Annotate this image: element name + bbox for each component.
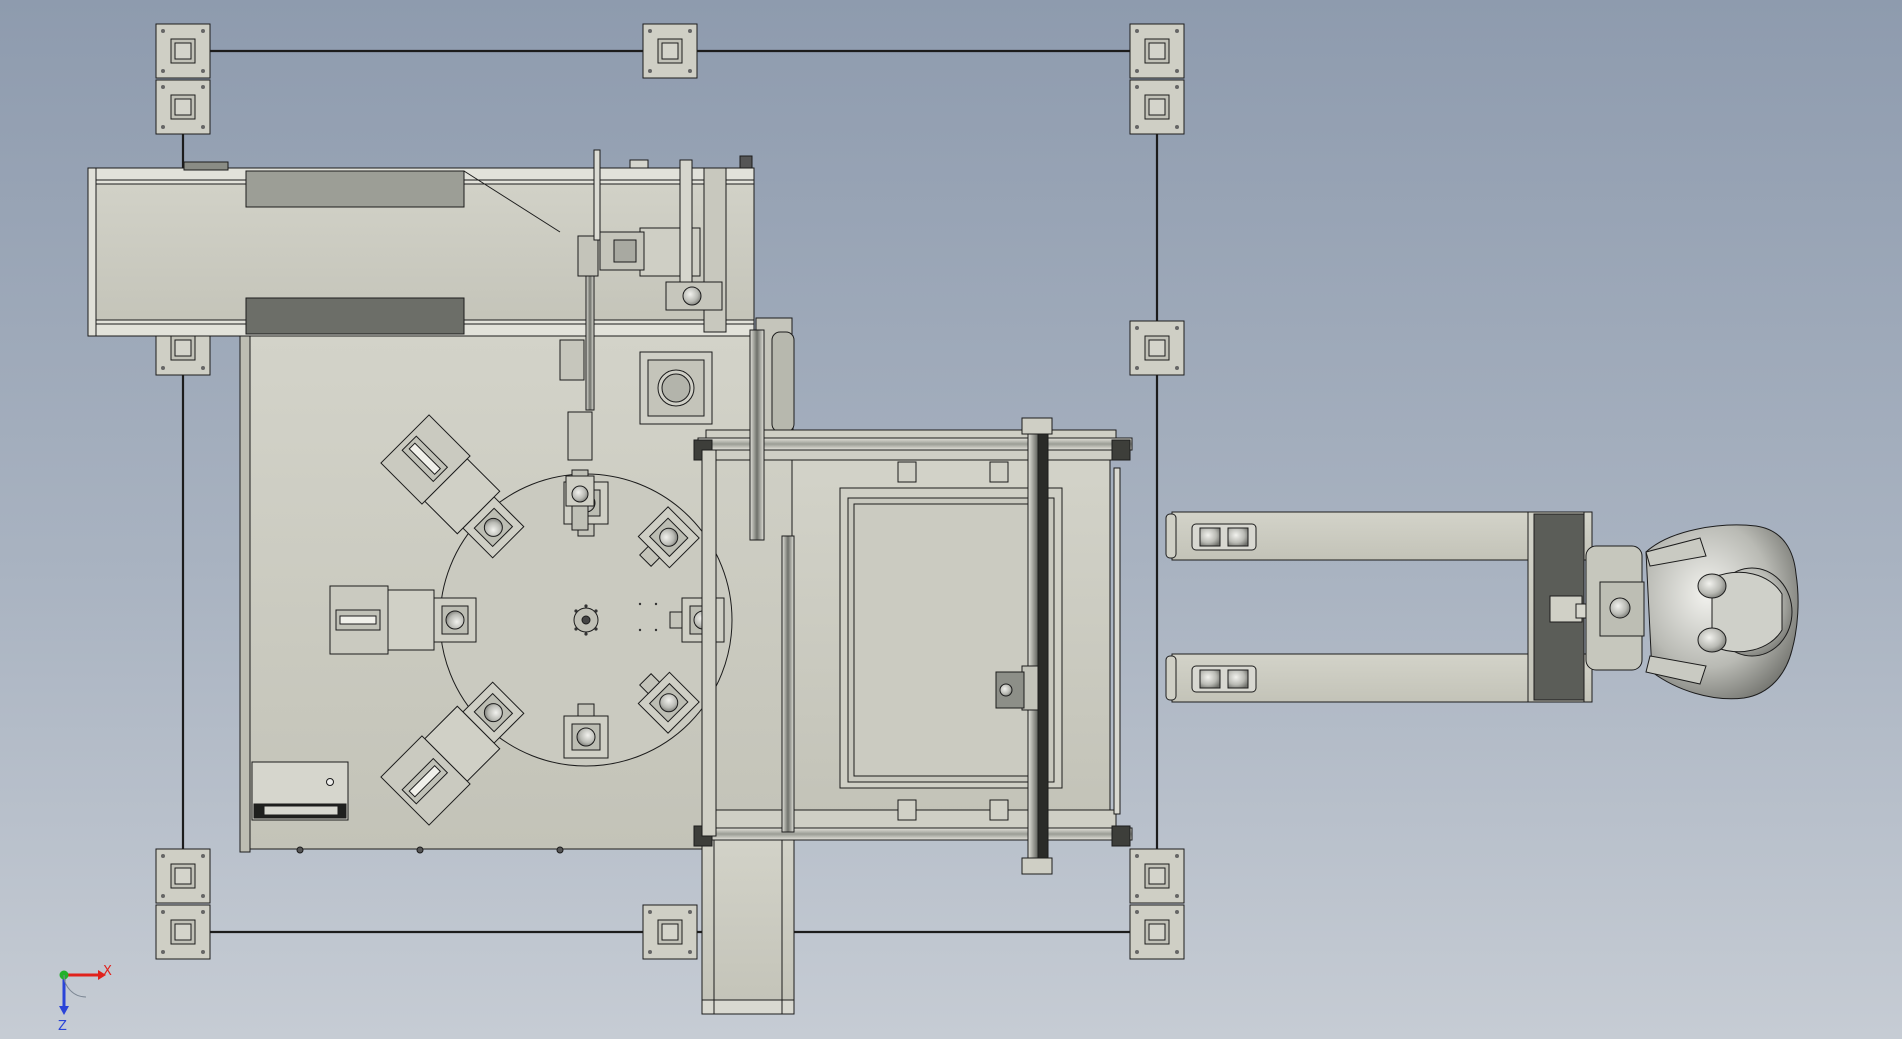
fence-posts — [155, 23, 1185, 960]
rotary-fixture — [380, 414, 525, 559]
pallet-truck — [1165, 511, 1799, 703]
fence-post — [155, 23, 211, 79]
fence-post — [155, 848, 211, 904]
fence-post — [1129, 904, 1185, 960]
axis-x-label: X — [103, 964, 112, 979]
top-pick-unit — [599, 155, 753, 333]
rotary-fixture — [380, 681, 525, 826]
fence-post — [1129, 23, 1185, 79]
infeed-conveyor — [87, 161, 755, 337]
rotary-fixture — [637, 506, 700, 569]
fence-post — [155, 79, 211, 135]
xy-gantry — [693, 329, 1133, 1015]
coordinate-triad-icon — [59, 970, 106, 1015]
fence-post — [642, 23, 698, 79]
rotary-fixture — [329, 585, 477, 655]
fence-post — [1129, 848, 1185, 904]
fence-post — [155, 904, 211, 960]
fence-post — [1129, 320, 1185, 376]
axis-z-label: Z — [58, 1019, 67, 1034]
fence-post — [1129, 79, 1185, 135]
rotary-fixture — [563, 703, 609, 759]
fence-post — [642, 904, 698, 960]
rotary-fixture — [637, 671, 700, 734]
loader-arm-top — [559, 149, 601, 531]
